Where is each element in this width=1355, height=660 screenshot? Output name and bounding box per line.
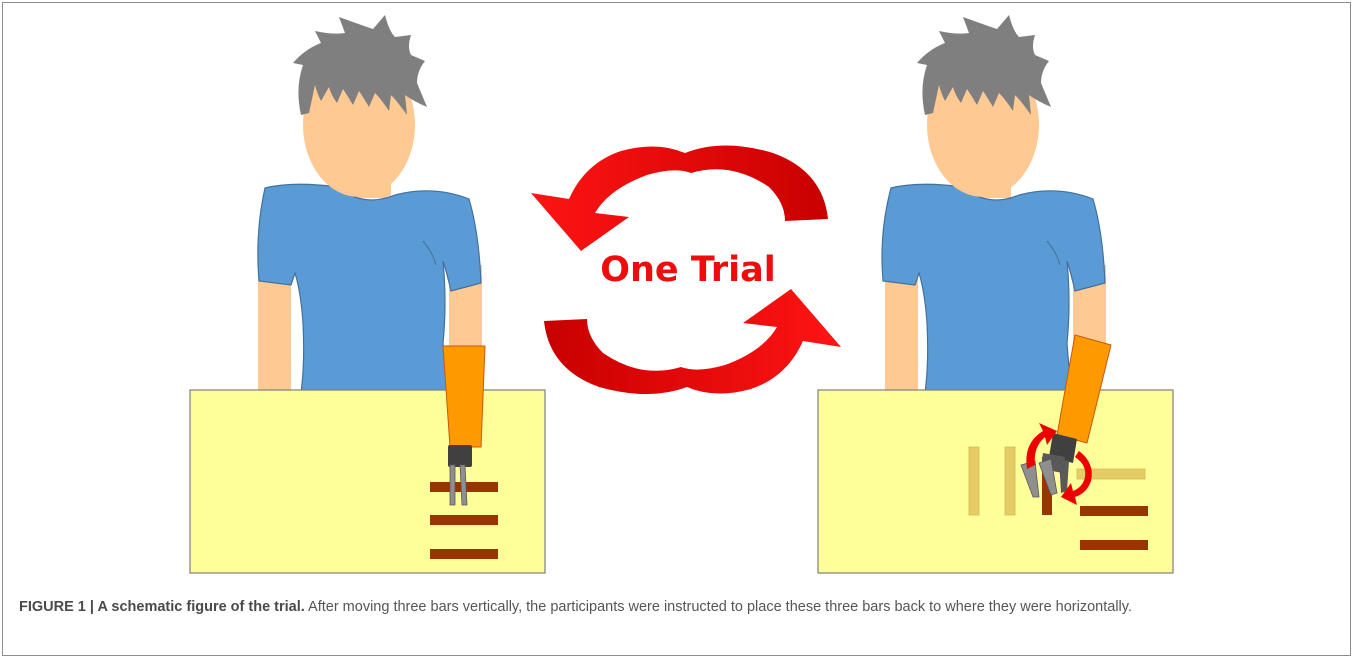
caption-text: After moving three bars vertically, the … bbox=[305, 599, 1132, 615]
top-cycle-arrow bbox=[531, 146, 828, 252]
right-faded-bar-1 bbox=[969, 447, 979, 515]
right-bar-1 bbox=[1080, 506, 1148, 516]
caption-title: FIGURE 1 | A schematic figure of the tri… bbox=[19, 599, 305, 615]
left-person bbox=[258, 15, 482, 393]
left-person-right-arm bbox=[258, 273, 291, 393]
left-bar-2 bbox=[430, 515, 498, 525]
trial-illustration: One Trial bbox=[3, 3, 1352, 588]
cycle-arrows: One Trial bbox=[531, 146, 841, 395]
left-bar-3 bbox=[430, 549, 498, 559]
left-table bbox=[190, 390, 545, 573]
one-trial-label: One Trial bbox=[600, 250, 776, 290]
figure-caption: FIGURE 1 | A schematic figure of the tri… bbox=[19, 595, 1339, 620]
bottom-cycle-arrow bbox=[544, 289, 841, 394]
right-person-right-arm bbox=[885, 273, 918, 393]
right-person bbox=[882, 15, 1106, 393]
right-faded-bar-2 bbox=[1005, 447, 1015, 515]
right-bar-2 bbox=[1080, 540, 1148, 550]
